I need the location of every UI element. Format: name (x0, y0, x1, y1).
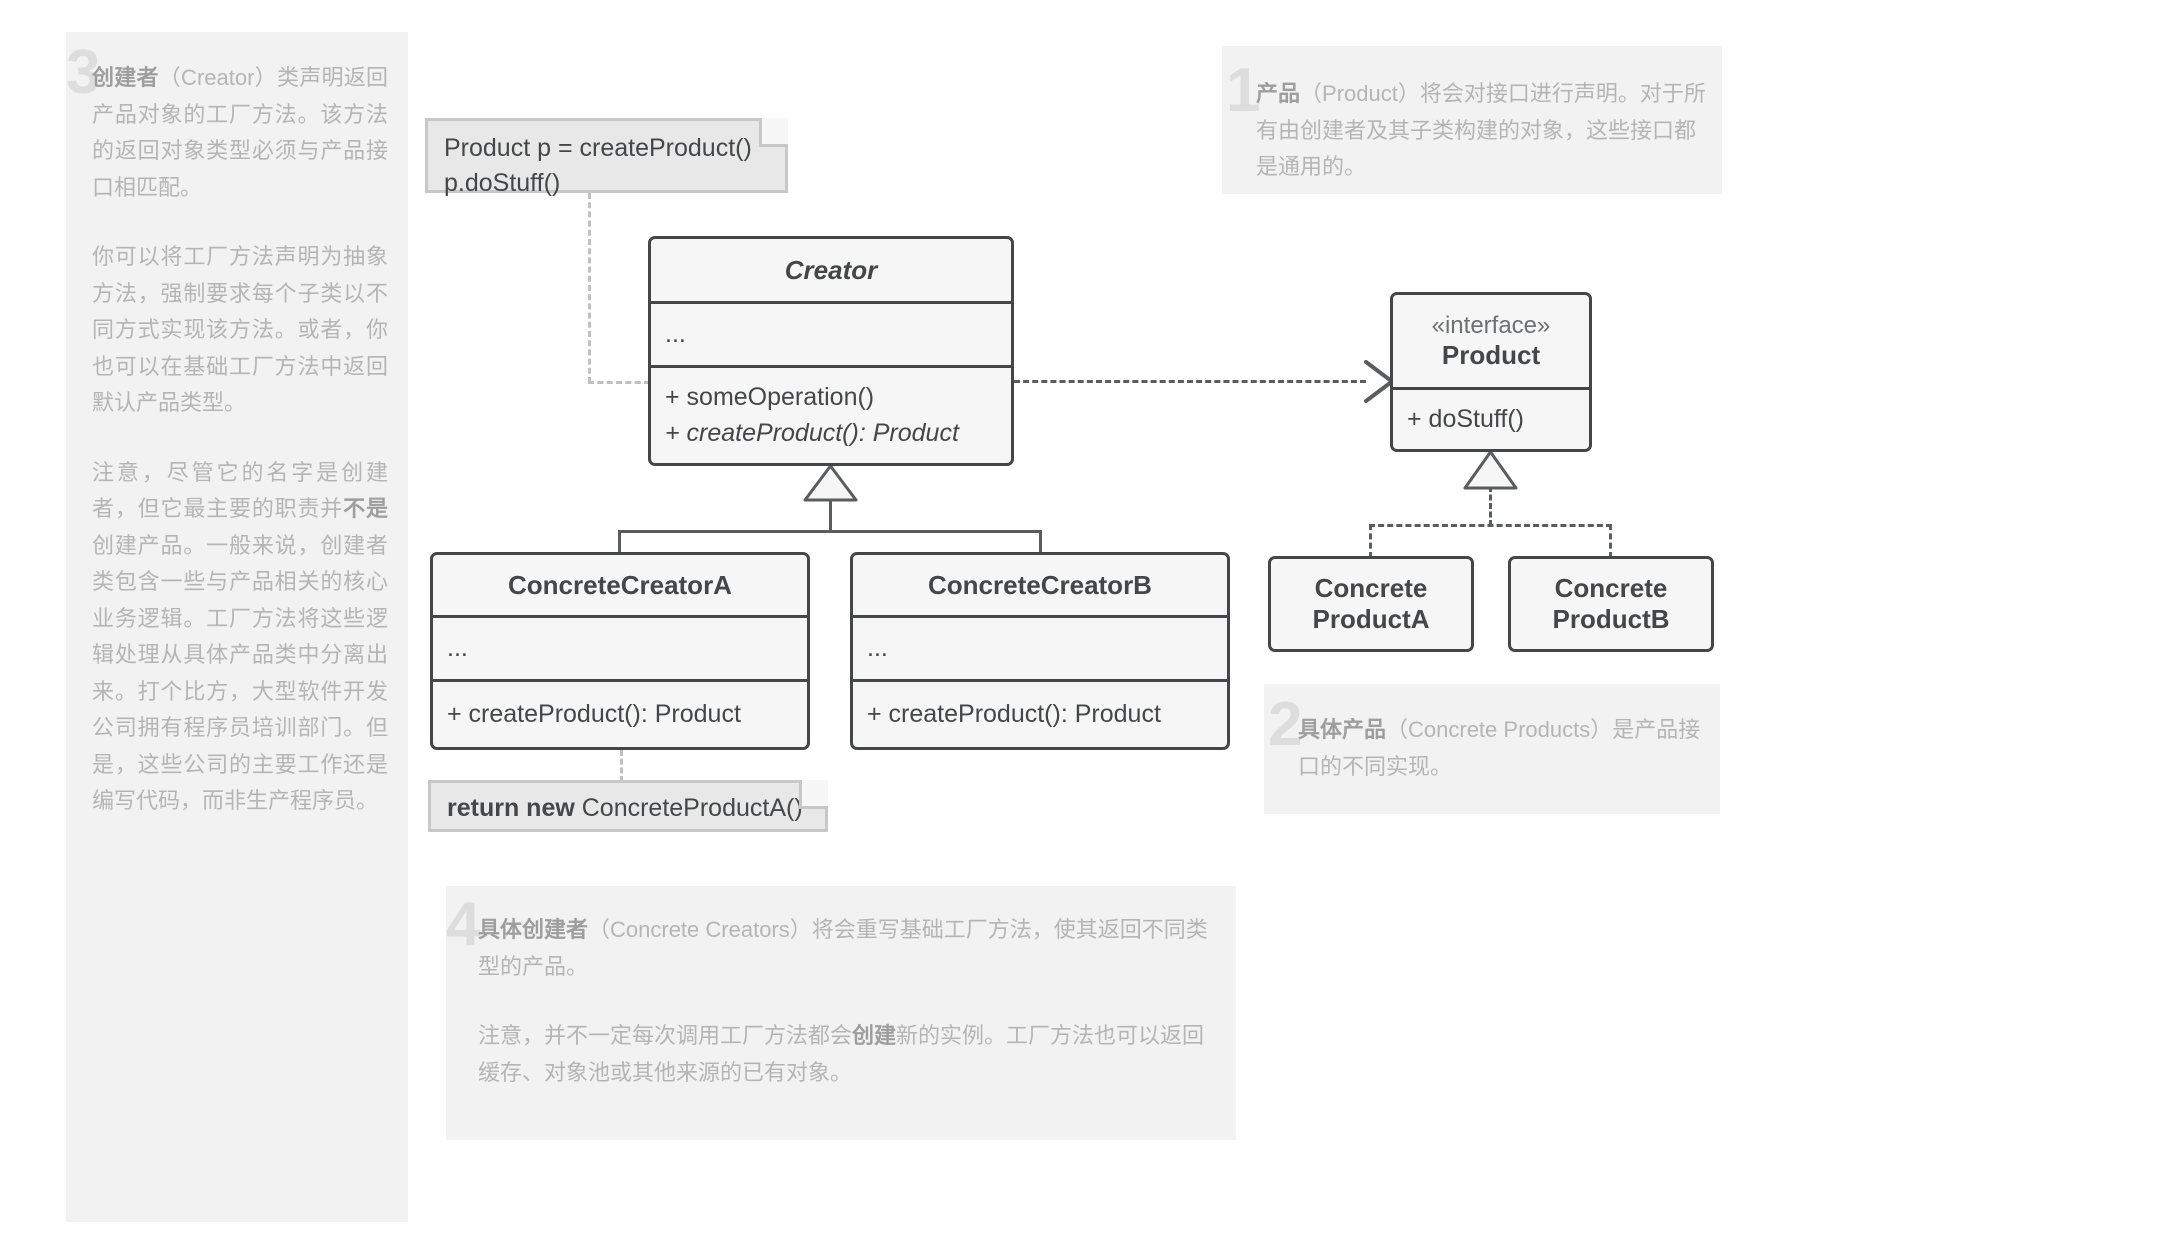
annotation-concrete-creators-body: 具体创建者（Concrete Creators）将会重写基础工厂方法，使其返回不… (478, 912, 1226, 1091)
dependency-creator-product-line (1014, 380, 1366, 383)
note-bottom-connector-vertical (620, 750, 623, 782)
annotation-creator-para-3b: 创建产品。一般来说，创建者类包含一些与产品相关的核心业务逻辑。工厂方法将这些逻辑… (92, 532, 388, 814)
class-concrete-creator-a-attributes: ... (433, 615, 807, 679)
generalization-creator-stem (829, 498, 832, 532)
class-box-creator[interactable]: Creator ... + someOperation() + createPr… (648, 236, 1014, 466)
class-concrete-product-a-line-1: Concrete (1314, 572, 1428, 603)
annotation-product: 1 产品（Product）将会对接口进行声明。对于所有由创建者及其子类构建的对象… (1222, 46, 1722, 194)
class-product-title: «interface» Product (1393, 295, 1589, 387)
annotation-concrete-products-text: （Concrete Products）是产品接口的不同实现。 (1298, 717, 1701, 779)
note-bottom-keyword: return new (447, 794, 575, 822)
note-fold-corner-icon (799, 780, 828, 809)
class-concrete-product-a-title: Concrete ProductA (1271, 559, 1471, 649)
annotation-creator-para-1: 创建者（Creator）类声明返回产品对象的工厂方法。该方法的返回对象类型必须与… (92, 60, 388, 206)
inheritance-triangle-creator (803, 464, 858, 502)
note-bottom-line: return new ConcreteProductA() (447, 791, 809, 826)
note-bottom-rest: ConcreteProductA() (574, 794, 803, 822)
annotation-concrete-creators-term: 具体创建者 (478, 917, 589, 942)
class-product-name: Product (1441, 339, 1541, 370)
annotation-creator-term: 创建者 (92, 65, 159, 90)
realization-product-bus (1369, 524, 1612, 527)
note-top-line-1: Product p = createProduct() (444, 134, 752, 162)
annotation-creator-body: 创建者（Creator）类声明返回产品对象的工厂方法。该方法的返回对象类型必须与… (92, 60, 388, 820)
annotation-creator-para-3a: 注意，尽管它的名字是创建者，但它最主要的职责并 (92, 459, 388, 522)
annotation-creator: 3 创建者（Creator）类声明返回产品对象的工厂方法。该方法的返回对象类型必… (66, 32, 408, 1222)
annotation-product-body: 产品（Product）将会对接口进行声明。对于所有由创建者及其子类构建的对象，这… (1256, 76, 1716, 186)
annotation-number-2: 2 (1268, 690, 1302, 759)
class-creator-title: Creator (784, 254, 878, 285)
realization-branch-product-a (1369, 524, 1372, 558)
class-concrete-product-b-line-2: ProductB (1552, 604, 1670, 634)
class-concrete-creator-b-attributes: ... (853, 615, 1227, 679)
class-creator-operation-1: + createProduct(): Product (665, 418, 959, 447)
annotation-concrete-creators-para-1-text: （Concrete Creators）将会重写基础工厂方法，使其返回不同类型的产… (478, 917, 1208, 979)
annotation-product-text: （Product）将会对接口进行声明。对于所有由创建者及其子类构建的对象，这些接… (1256, 81, 1706, 180)
annotation-number-3: 3 (66, 38, 100, 107)
note-product-usage: Product p = createProduct() p.doStuff() (425, 118, 788, 197)
annotation-concrete-creators: 4 具体创建者（Concrete Creators）将会重写基础工厂方法，使其返… (446, 886, 1236, 1140)
note-top-connector-horizontal (588, 381, 650, 384)
annotation-concrete-products-body: 具体产品（Concrete Products）是产品接口的不同实现。 (1298, 712, 1718, 785)
dependency-arrowhead (1364, 360, 1394, 403)
annotation-concrete-products: 2 具体产品（Concrete Products）是产品接口的不同实现。 (1264, 684, 1720, 814)
class-concrete-creator-b-title: ConcreteCreatorB (928, 569, 1152, 600)
annotation-concrete-creators-para-2b: 新的实例。工厂方法也可以返回缓存、对象池或其他来源的已有对象。 (478, 1023, 1205, 1085)
class-creator-operations: + someOperation() + createProduct(): Pro… (651, 365, 1011, 463)
annotation-creator-para-2: 你可以将工厂方法声明为抽象方法，强制要求每个子类以不同方式实现该方法。或者，你也… (92, 244, 388, 416)
class-box-product[interactable]: «interface» Product + doStuff() (1390, 292, 1592, 452)
annotation-concrete-creators-para-2-bold: 创建 (852, 1023, 897, 1049)
realization-branch-product-b (1609, 524, 1612, 558)
class-box-concrete-creator-b[interactable]: ConcreteCreatorB ... + createProduct(): … (850, 552, 1230, 750)
annotation-creator-para-3: 注意，尽管它的名字是创建者，但它最主要的职责并不是创建产品。一般来说，创建者类包… (92, 455, 388, 820)
annotation-number-4: 4 (446, 890, 480, 959)
note-return-new-product: return new ConcreteProductA() (428, 780, 828, 832)
class-concrete-creator-a-title: ConcreteCreatorA (508, 569, 732, 600)
class-box-concrete-product-a[interactable]: Concrete ProductA (1268, 556, 1474, 652)
note-top-connector-vertical (588, 193, 591, 383)
class-creator-attributes: ... (651, 301, 1011, 365)
generalization-branch-creator-b (1039, 530, 1042, 554)
generalization-branch-creator-a (618, 530, 621, 554)
class-box-concrete-creator-a[interactable]: ConcreteCreatorA ... + createProduct(): … (430, 552, 810, 750)
class-creator-operation-0: + someOperation() (665, 383, 875, 411)
class-concrete-product-b-title: Concrete ProductB (1511, 559, 1711, 649)
class-concrete-product-b-line-1: Concrete (1554, 572, 1668, 603)
class-product-operation-0: + doStuff() (1407, 404, 1524, 433)
class-concrete-creator-a-operations: + createProduct(): Product (433, 679, 807, 747)
generalization-creator-bus (618, 530, 1042, 533)
annotation-creator-para-1-text: （Creator）类声明返回产品对象的工厂方法。该方法的返回对象类型必须与产品接… (92, 65, 388, 200)
class-concrete-creator-b-operation-0: + createProduct(): Product (867, 699, 1161, 728)
annotation-concrete-products-term: 具体产品 (1298, 717, 1387, 742)
annotation-product-term: 产品 (1256, 81, 1301, 106)
realization-product-stem (1489, 486, 1492, 526)
note-fold-corner-icon (759, 118, 788, 147)
class-concrete-product-a-line-2: ProductA (1312, 604, 1430, 634)
annotation-concrete-creators-para-2: 注意，并不一定每次调用工厂方法都会创建新的实例。工厂方法也可以返回缓存、对象池或… (478, 1018, 1226, 1091)
class-product-operations: + doStuff() (1393, 387, 1589, 449)
class-product-stereotype: «interface» (1431, 311, 1551, 339)
class-concrete-creator-a-operation-0: + createProduct(): Product (447, 699, 741, 728)
note-top-line-2: p.doStuff() (444, 168, 561, 197)
realization-triangle-product (1463, 450, 1518, 490)
annotation-concrete-creators-para-1: 具体创建者（Concrete Creators）将会重写基础工厂方法，使其返回不… (478, 912, 1226, 985)
annotation-creator-para-3-bold: 不是 (343, 496, 388, 522)
annotation-concrete-creators-para-2a: 注意，并不一定每次调用工厂方法都会 (478, 1023, 853, 1049)
class-box-concrete-product-b[interactable]: Concrete ProductB (1508, 556, 1714, 652)
annotation-number-1: 1 (1226, 56, 1260, 125)
class-concrete-creator-b-operations: + createProduct(): Product (853, 679, 1227, 747)
